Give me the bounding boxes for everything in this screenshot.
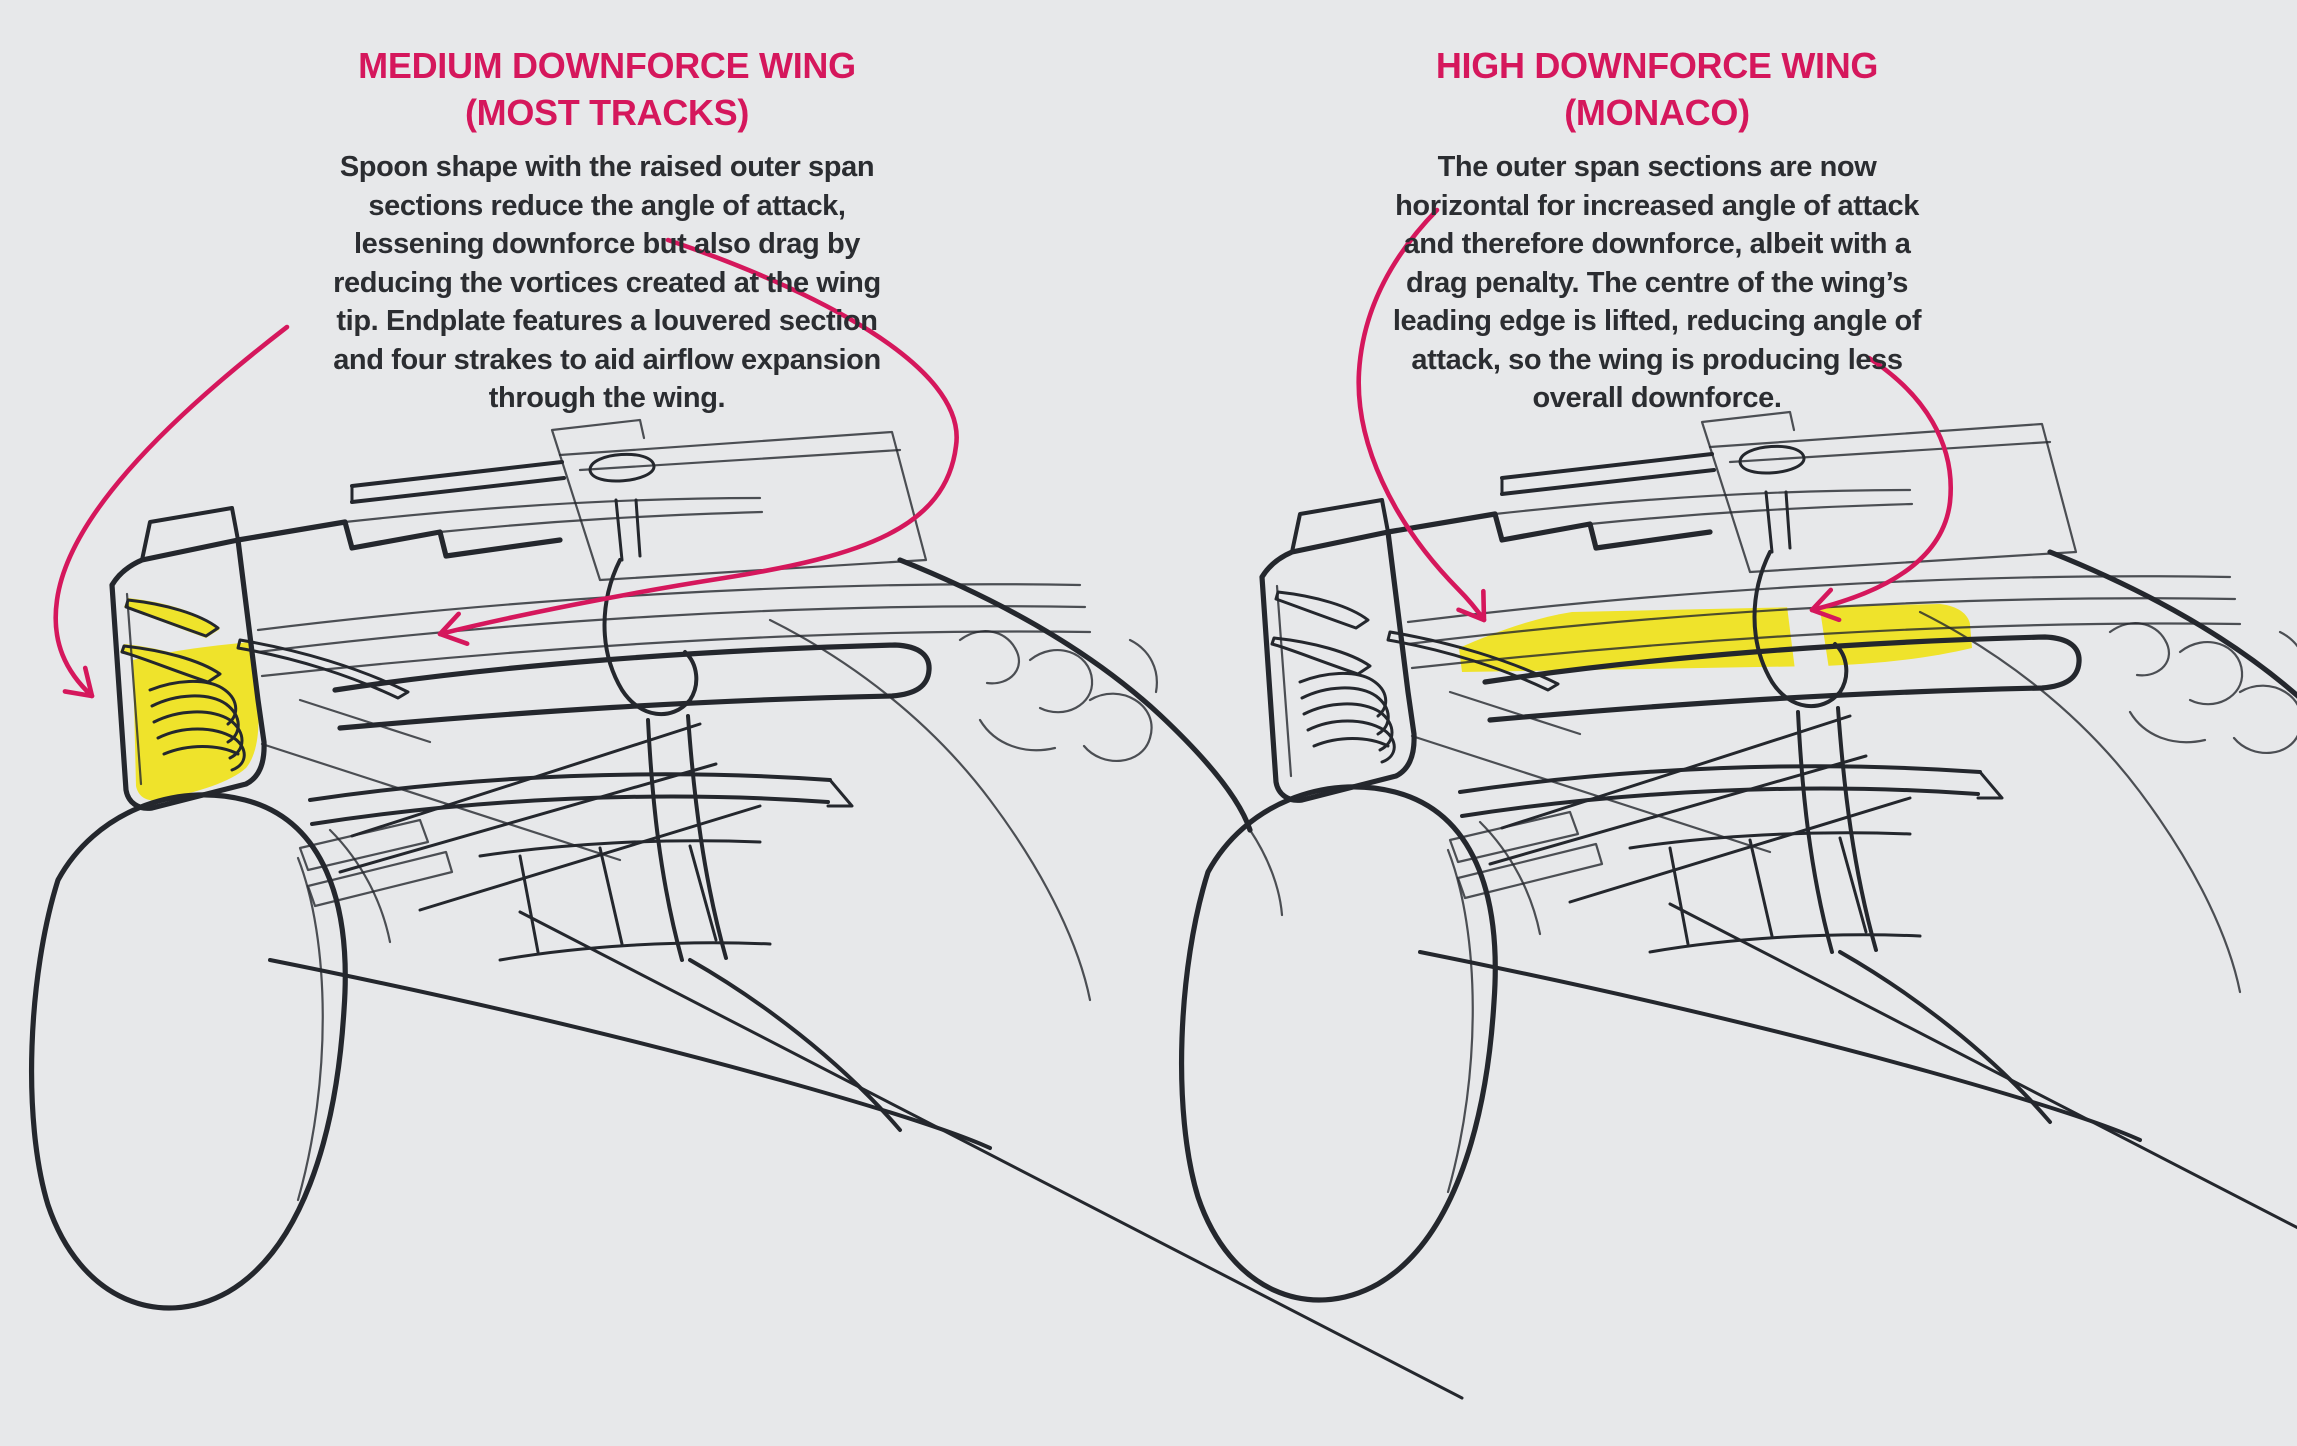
- highlight-louvred-endplate: [120, 598, 259, 801]
- medium-downforce-illustration: [32, 420, 1462, 1398]
- medium-downforce-caption: MEDIUM DOWNFORCE WING (MOST TRACKS) Spoo…: [277, 42, 937, 418]
- caption-line: and therefore downforce, albeit with a: [1403, 228, 1911, 260]
- caption-line: horizontal for increased angle of attack: [1395, 189, 1919, 222]
- high-downforce-title: HIGH DOWNFORCE WING (MONACO): [1327, 42, 1987, 136]
- title-line-2: (MOST TRACKS): [464, 92, 750, 133]
- arrow-to-wing-centre: [437, 237, 959, 647]
- caption-line: tip. Endplate features a louvered sectio…: [336, 305, 878, 337]
- title-line-1: MEDIUM DOWNFORCE WING: [358, 45, 856, 86]
- caption-line: lessening downforce but also drag by: [353, 228, 861, 260]
- medium-downforce-title: MEDIUM DOWNFORCE WING (MOST TRACKS): [277, 42, 937, 136]
- title-line-1: HIGH DOWNFORCE WING: [1435, 45, 1879, 86]
- high-downforce-caption: HIGH DOWNFORCE WING (MONACO) The outer s…: [1327, 42, 1987, 418]
- caption-line: and four strakes to aid airflow expansio…: [333, 343, 881, 376]
- caption-line: sections reduce the angle of attack,: [368, 189, 846, 222]
- caption-line: overall downforce.: [1532, 382, 1782, 414]
- caption-line: Spoon shape with the raised outer span: [339, 151, 875, 183]
- high-downforce-illustration: [1182, 412, 2297, 1390]
- arrow-to-endplate: [53, 324, 290, 699]
- title-line-2: (MONACO): [1564, 92, 1750, 133]
- caption-line: attack, so the wing is producing less: [1411, 343, 1903, 376]
- arrow-to-leading-edge: [1809, 355, 1954, 623]
- caption-line: The outer span sections are now: [1437, 151, 1877, 183]
- arrow-to-outer-span: [1356, 207, 1487, 623]
- caption-line: through the wing.: [488, 382, 726, 414]
- caption-line: reducing the vortices created at the win…: [333, 266, 881, 299]
- caption-line: leading edge is lifted, reducing angle o…: [1392, 305, 1922, 337]
- caption-line: drag penalty. The centre of the wing’s: [1405, 266, 1909, 299]
